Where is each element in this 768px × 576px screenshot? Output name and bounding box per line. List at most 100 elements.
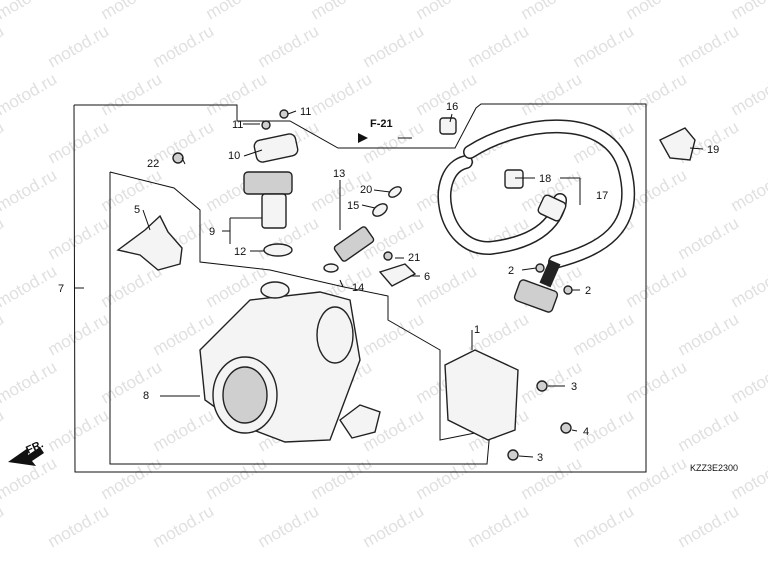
callout-19: 19	[707, 144, 719, 156]
watermark-text: motod.ru	[0, 357, 60, 407]
watermark-text: motod.ru	[570, 21, 638, 71]
watermark-text: motod.ru	[308, 0, 376, 23]
ref-arrow-icon	[358, 133, 368, 143]
callout-10: 10	[228, 150, 240, 162]
o-ring-12	[263, 243, 293, 257]
watermark-text: motod.ru	[413, 453, 481, 503]
watermark-text: motod.ru	[203, 69, 271, 119]
hose-clip-16	[439, 117, 457, 135]
sensor-cover-10	[253, 133, 299, 163]
watermark-text: motod.ru	[728, 453, 768, 503]
watermark-text: motod.ru	[0, 0, 60, 23]
watermark-text: motod.ru	[45, 309, 113, 359]
watermark-text: motod.ru	[98, 69, 166, 119]
watermark-text: motod.ru	[203, 453, 271, 503]
throttle-plate	[222, 366, 268, 424]
bolt-3b	[507, 449, 519, 461]
callout-17: 17	[596, 190, 608, 202]
watermark-text: motod.ru	[570, 309, 638, 359]
callout-12: 12	[234, 246, 246, 258]
watermark-text: motod.ru	[465, 501, 533, 551]
throttle-port	[260, 281, 290, 299]
seal-20	[388, 186, 402, 198]
screw-11a	[261, 120, 271, 130]
watermark-text: motod.ru	[0, 213, 7, 263]
throttle-outlet	[316, 306, 354, 364]
bolt-22	[172, 152, 184, 164]
watermark-text: motod.ru	[728, 165, 768, 215]
watermark-text: motod.ru	[308, 69, 376, 119]
callout-11a: 11	[232, 119, 243, 131]
screw-11b	[279, 109, 289, 119]
watermark-text: motod.ru	[0, 261, 60, 311]
watermark-text: motod.ru	[203, 0, 271, 23]
watermark-text: motod.ru	[98, 165, 166, 215]
watermark-text: motod.ru	[570, 501, 638, 551]
watermark-text: motod.ru	[570, 405, 638, 455]
callout-13: 13	[333, 168, 345, 180]
injector-13	[333, 226, 375, 262]
watermark-text: motod.ru	[0, 117, 7, 167]
watermark-text: motod.ru	[98, 453, 166, 503]
watermark-text: motod.ru	[360, 309, 428, 359]
watermark-text: motod.ru	[0, 501, 7, 551]
hose-end	[539, 259, 561, 288]
watermark-text: motod.ru	[0, 405, 7, 455]
callout-7: 7	[58, 283, 64, 295]
seal-15	[372, 203, 388, 217]
watermark-text: motod.ru	[675, 309, 743, 359]
callout-18: 18	[539, 173, 551, 185]
watermark-text: motod.ru	[150, 21, 218, 71]
bolt-2b	[563, 285, 573, 295]
tp-sensor-9	[243, 171, 293, 195]
watermark-text: motod.ru	[255, 501, 323, 551]
assembly-frame	[73, 103, 647, 473]
callout-14: 14	[352, 282, 364, 294]
watermark-text: motod.ru	[518, 453, 586, 503]
injector-holder-6	[378, 263, 417, 287]
watermark-text: motod.ru	[98, 357, 166, 407]
watermark-text: motod.ru	[728, 261, 768, 311]
callout-9: 9	[209, 226, 215, 238]
diagram-code: KZZ3E2300	[690, 463, 738, 473]
watermark-text: motod.ru	[675, 213, 743, 263]
callout-21: 21	[408, 252, 420, 264]
throttle-body-group-frame	[109, 171, 491, 465]
callout-8: 8	[143, 390, 149, 402]
watermark-text: motod.ru	[360, 501, 428, 551]
watermark-text: motod.ru	[675, 21, 743, 71]
callout-5: 5	[134, 204, 140, 216]
callout-2b: 2	[585, 285, 591, 297]
leader-lines	[75, 110, 704, 458]
ecu-unit-1	[444, 349, 519, 441]
watermark-text: motod.ru	[465, 21, 533, 71]
watermark-text: motod.ru	[675, 501, 743, 551]
seal-14	[323, 263, 339, 273]
watermark-text: motod.ru	[255, 21, 323, 71]
watermark-text: motod.ru	[728, 0, 768, 23]
watermark-text: motod.ru	[518, 0, 586, 23]
watermark-text: motod.ru	[0, 165, 60, 215]
bolt-3a	[536, 380, 548, 392]
front-arrow-icon	[8, 447, 44, 466]
hose-inner-2	[464, 120, 634, 268]
watermark-text: motod.ru	[150, 405, 218, 455]
tp-sensor-body	[261, 193, 287, 229]
watermark-text: motod.ru	[98, 0, 166, 23]
bolt-4	[560, 422, 572, 434]
watermark-text: motod.ru	[728, 357, 768, 407]
watermark-text: motod.ru	[623, 357, 691, 407]
bracket-5	[116, 214, 183, 271]
watermark-text: motod.ru	[413, 0, 481, 23]
ref-label: F-21	[370, 118, 393, 130]
watermark-text: motod.ru	[0, 69, 60, 119]
callout-11b: 11	[300, 106, 311, 118]
watermark-text: motod.ru	[413, 261, 481, 311]
callout-4: 4	[583, 426, 589, 438]
clip-19	[659, 127, 696, 161]
watermark-text: motod.ru	[623, 0, 691, 23]
callout-1: 1	[474, 324, 480, 336]
bolt-2a	[535, 263, 545, 273]
